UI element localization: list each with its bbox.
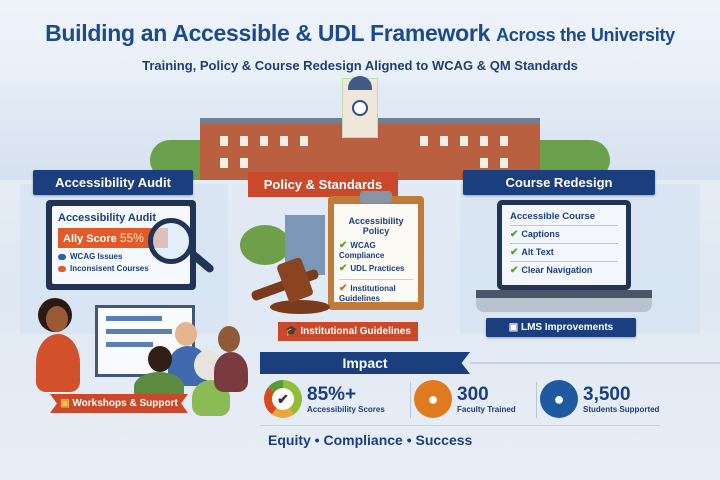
stat-accessibility: ✔ 85%+Accessibility Scores <box>264 380 385 418</box>
policy-item: ✔UDL Practices <box>339 263 413 274</box>
audit-banner: Accessibility Audit <box>33 170 193 195</box>
laptop-keyboard <box>476 290 652 312</box>
policy-item: ✔WCAG Compliance <box>339 240 413 260</box>
divider <box>410 382 411 418</box>
graduation-cap-icon: 🎓 <box>285 326 298 337</box>
stat-label: Accessibility Scores <box>307 404 385 414</box>
tagline: Equity • Compliance • Success <box>268 432 473 448</box>
title-tail: Across the University <box>496 25 675 45</box>
attendee-hair <box>148 346 172 372</box>
page-title: Building an Accessible & UDL Framework A… <box>0 20 720 47</box>
stat-value: 3,500 <box>583 383 631 405</box>
attendee-face <box>175 322 197 346</box>
divider <box>536 382 537 418</box>
ally-score-value: 55% <box>119 231 144 245</box>
ally-score: Ally Score 55% <box>58 228 168 248</box>
stat-value: 85%+ <box>307 383 357 405</box>
policy-item: ✔Institutional Guidelines <box>339 279 413 303</box>
course-screen-title: Accessible Course <box>510 211 596 222</box>
workshops-ribbon-label: Workshops & Support <box>72 398 178 409</box>
tree <box>240 225 290 265</box>
clock-icon <box>352 100 368 116</box>
course-item: ✔Alt Text <box>510 243 618 261</box>
check-icon: ✔ <box>339 283 348 294</box>
lms-ribbon-label: LMS Improvements <box>520 322 614 333</box>
course-item-label: Alt Text <box>521 247 554 257</box>
title-main: Building an Accessible & UDL Framework <box>45 20 490 46</box>
presenter-face <box>46 306 68 332</box>
tower-dome <box>348 76 372 90</box>
policy-item-label: WCAG Compliance <box>339 241 385 260</box>
policy-item-label: UDL Practices <box>350 264 405 273</box>
toolbox-icon: ▣ <box>60 398 70 409</box>
laptop: Accessible Course ✔Captions ✔Alt Text ✔C… <box>497 200 631 290</box>
lms-ribbon: ▣ LMS Improvements <box>486 318 636 337</box>
check-icon: ✔ <box>339 263 348 274</box>
audit-item-label: Inconsisent Courses <box>70 264 149 273</box>
course-item-label: Captions <box>521 229 560 239</box>
stat-value: 300 <box>457 383 489 405</box>
policy-item-label: Institutional Guidelines <box>339 284 396 303</box>
check-icon: ✔ <box>339 240 348 251</box>
divider-line <box>470 362 720 364</box>
students-group-icon: ● <box>540 380 578 418</box>
workshops-ribbon: ▣ Workshops & Support <box>50 394 188 413</box>
course-item-label: Clear Navigation <box>521 265 593 275</box>
divider-line <box>260 425 660 426</box>
clipboard-clip <box>360 191 392 203</box>
policy-ribbon: 🎓 Institutional Guidelines <box>278 322 418 341</box>
issue-icon <box>58 253 66 260</box>
audit-item: Inconsisent Courses <box>58 264 184 273</box>
faculty-group-icon: ● <box>414 380 452 418</box>
policy-ribbon-label: Institutional Guidelines <box>300 326 411 337</box>
course-item: ✔Clear Navigation <box>510 261 618 279</box>
audit-item: WCAG Issues <box>58 252 184 261</box>
stat-label: Students Supported <box>583 404 660 414</box>
check-icon: ✔ <box>510 265 519 276</box>
presenter <box>36 334 80 392</box>
page-subtitle: Training, Policy & Course Redesign Align… <box>142 58 578 73</box>
magnifying-glass-icon <box>148 218 194 264</box>
stat-label: Faculty Trained <box>457 404 516 414</box>
policy-clipboard: Accessibility Policy ✔WCAG Compliance ✔U… <box>328 196 424 310</box>
course-item: ✔Captions <box>510 225 618 243</box>
ally-score-label: Ally Score <box>63 233 117 245</box>
attendee-face <box>218 326 240 352</box>
impact-banner: Impact <box>260 352 470 374</box>
warning-icon <box>58 265 66 272</box>
check-gauge-icon: ✔ <box>264 380 302 418</box>
audit-item-label: WCAG Issues <box>70 252 123 261</box>
lms-icon: ▣ <box>508 322 519 333</box>
check-icon: ✔ <box>510 247 519 258</box>
check-icon: ✔ <box>510 229 519 240</box>
audit-screen-title: Accessibility Audit <box>58 212 157 224</box>
redesign-banner: Course Redesign <box>463 170 655 195</box>
attendee <box>214 352 248 392</box>
gavel-base <box>270 300 330 314</box>
policy-doc-title: Accessibility Policy <box>348 216 404 236</box>
